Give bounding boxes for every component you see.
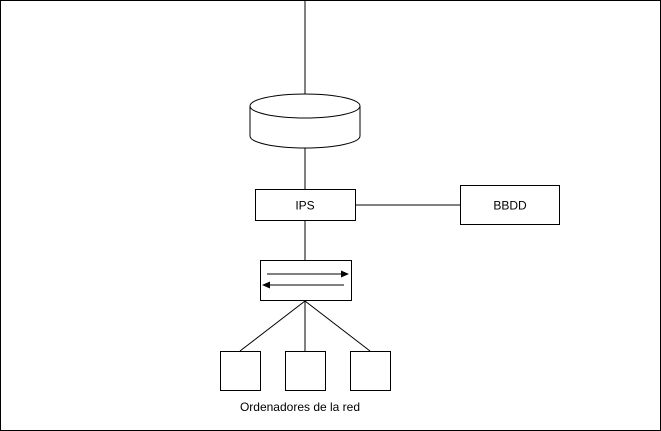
edge-switch-computer-3 (304, 300, 371, 352)
database-node[interactable]: BBDD (460, 185, 560, 225)
computer-node-2[interactable] (285, 351, 326, 391)
database-label: BBDD (493, 199, 527, 213)
computer-node-3[interactable] (350, 351, 391, 391)
ips-label: IPS (295, 199, 314, 213)
arrow-right-icon (341, 270, 349, 278)
computer-box (220, 351, 261, 391)
router-node[interactable] (249, 93, 361, 149)
computer-box (350, 351, 391, 391)
ips-box (255, 189, 356, 221)
database-box (460, 185, 560, 225)
computer-box (285, 351, 326, 391)
computer-node-1[interactable] (220, 351, 261, 391)
switch-box (260, 260, 352, 301)
switch-node[interactable] (260, 260, 352, 301)
ips-node[interactable]: IPS (255, 189, 356, 221)
computers-caption: Ordenadores de la red (240, 400, 360, 414)
edges (239, 0, 460, 352)
router-top (249, 93, 361, 119)
edge-switch-computer-1 (239, 300, 306, 352)
arrow-left-icon (262, 281, 270, 289)
